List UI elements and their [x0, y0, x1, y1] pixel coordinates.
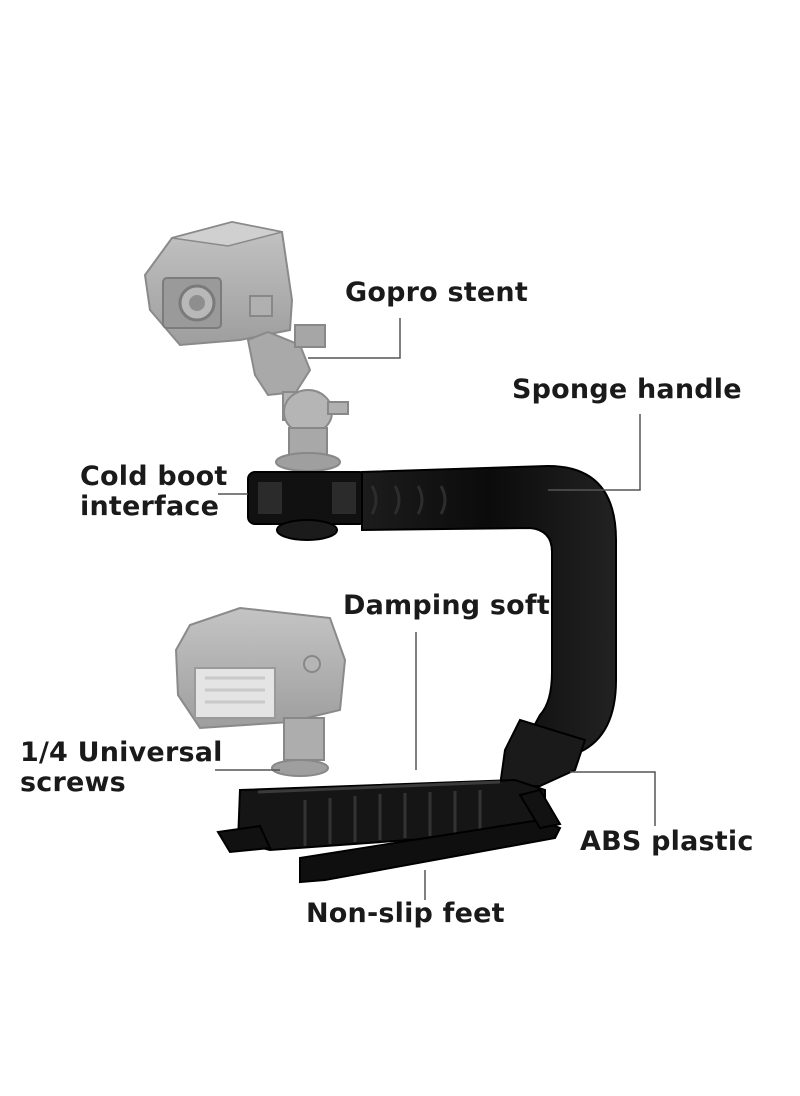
leader-gopro [308, 318, 401, 359]
label-cold-boot-interface: Cold boot interface [80, 461, 228, 522]
label-gopro-stent: Gopro stent [345, 277, 528, 308]
cold-shoe-icon [247, 471, 367, 541]
base-plate-icon [216, 778, 562, 884]
label-non-slip-feet: Non-slip feet [306, 898, 505, 929]
label-damping-soft: Damping soft [343, 590, 550, 621]
label-abs-plastic: ABS plastic [580, 826, 754, 857]
label-sponge-handle: Sponge handle [512, 374, 742, 405]
leader-abs [570, 771, 656, 826]
action-camera-icon [143, 220, 326, 421]
leader-lines [215, 318, 656, 900]
ball-head-mount-icon [275, 389, 349, 472]
c-bracket-handle-icon [361, 464, 617, 787]
led-light-icon [174, 606, 347, 777]
leader-sponge [548, 414, 641, 491]
label-universal-screws: 1/4 Universal screws [20, 737, 223, 798]
